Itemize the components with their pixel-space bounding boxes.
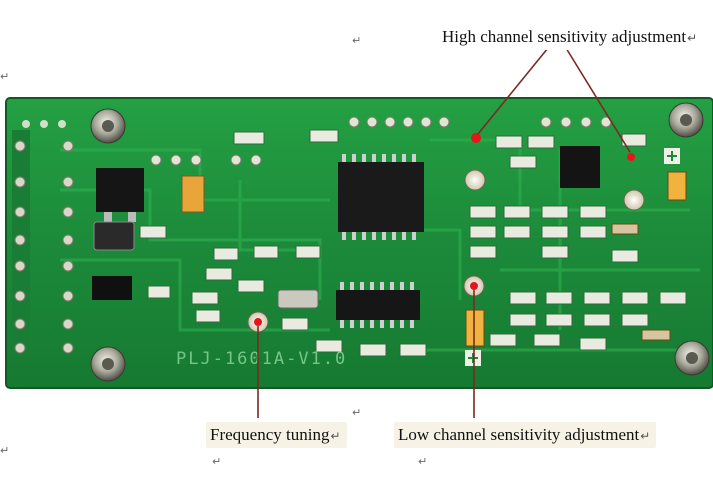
return-icon: ↵ — [330, 429, 341, 443]
low-channel-marker — [470, 282, 478, 290]
callout-high-channel-sensitivity: High channel sensitivity adjustment↵ — [438, 24, 704, 50]
callout-frequency-tuning: Frequency tuning↵ — [206, 422, 347, 448]
polarity-marks — [465, 148, 680, 366]
return-icon: ↵ — [640, 429, 651, 443]
tantalum-capacitors — [465, 171, 687, 347]
top-pin-row — [150, 116, 612, 166]
callout-label: Frequency tuning — [210, 425, 330, 444]
frequency-tuning-marker — [254, 318, 262, 326]
mounting-screws — [90, 102, 710, 382]
return-icon: ↵ — [0, 70, 10, 83]
return-icon: ↵ — [352, 406, 362, 419]
adjustment-markers — [254, 133, 635, 326]
callout-label: High channel sensitivity adjustment — [442, 27, 687, 46]
return-icon: ↵ — [352, 34, 362, 47]
smd-components — [139, 129, 687, 357]
high-channel-marker — [471, 133, 481, 143]
high-channel-marker-2 — [627, 153, 635, 161]
board-silkscreen-label: PLJ-1601A-V1.0 — [176, 349, 347, 369]
return-icon: ↵ — [418, 455, 428, 468]
callout-low-channel-sensitivity: Low channel sensitivity adjustment↵ — [394, 422, 657, 448]
leader-lines — [257, 47, 631, 418]
return-icon: ↵ — [687, 31, 698, 45]
callout-label: Low channel sensitivity adjustment — [398, 425, 640, 444]
integrated-circuits — [277, 146, 600, 328]
regulator-components — [92, 168, 205, 300]
return-icon: ↵ — [212, 455, 222, 468]
return-icon: ↵ — [0, 444, 10, 457]
left-header-pads — [12, 120, 74, 356]
